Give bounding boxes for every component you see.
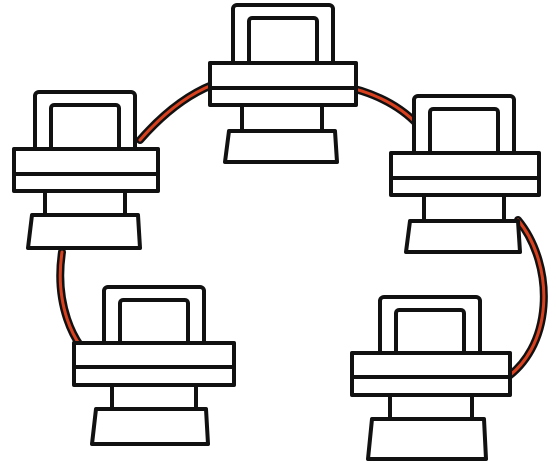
keyboard: [90, 407, 210, 446]
keyboard: [26, 213, 142, 250]
keyboard: [223, 129, 339, 164]
keyboard-riser: [240, 103, 324, 133]
computer-node-bottom-right: [350, 295, 512, 461]
keyboard-riser: [110, 383, 198, 411]
keyboard-riser: [43, 189, 127, 217]
cpu-base: [350, 351, 512, 397]
computer-node-bottom-left: [72, 285, 236, 446]
cpu-base: [12, 147, 160, 193]
desktop-computer-icon: [389, 94, 541, 254]
keyboard-riser: [388, 393, 474, 421]
cpu-base: [72, 341, 236, 387]
desktop-computer-icon: [72, 285, 236, 446]
cable-right-to-bottom-right: [496, 216, 548, 386]
keyboard-riser: [422, 193, 506, 223]
cpu-base: [208, 61, 358, 107]
computer-node-top-left: [12, 90, 160, 250]
desktop-computer-icon: [208, 3, 358, 164]
cpu-base: [389, 151, 541, 197]
cable-top-left-to-top: [136, 81, 216, 144]
keyboard: [366, 417, 488, 461]
desktop-computer-icon: [12, 90, 160, 250]
keyboard: [404, 219, 522, 254]
computer-node-right: [389, 94, 541, 254]
computer-node-top: [208, 3, 358, 164]
monitor-screen: [247, 16, 319, 70]
desktop-computer-icon: [350, 295, 512, 461]
